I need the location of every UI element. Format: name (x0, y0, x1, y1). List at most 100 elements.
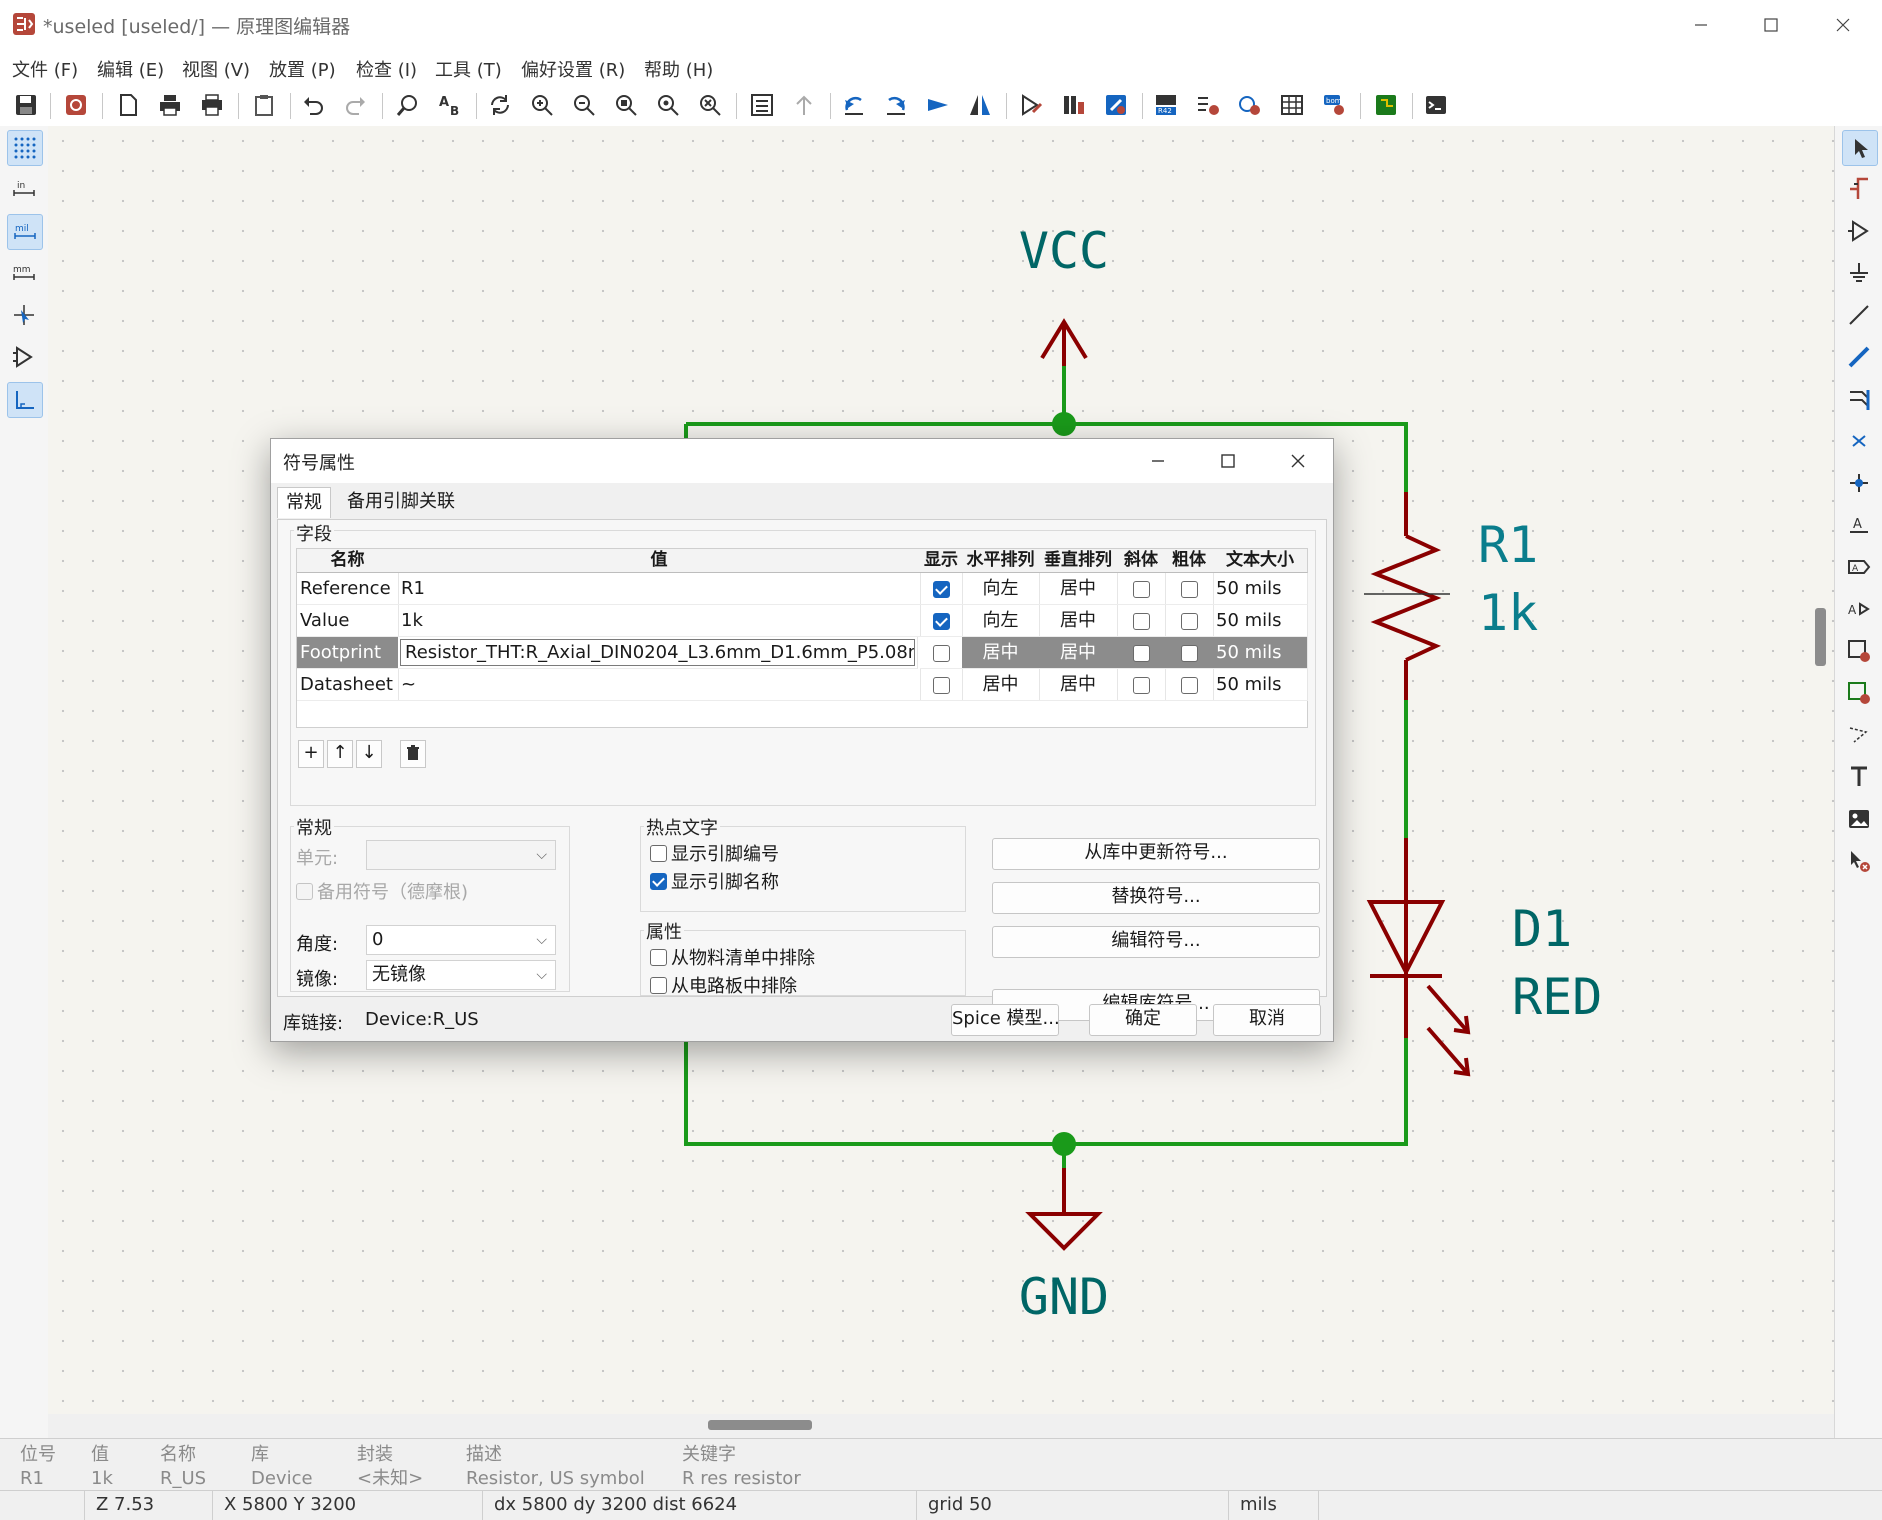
field-h-align-cell[interactable]: 居中 (962, 637, 1040, 669)
field-show-cell[interactable] (920, 637, 963, 669)
field-v-align-cell[interactable]: 居中 (1039, 669, 1118, 701)
italic-checkbox[interactable] (1132, 580, 1150, 598)
exclude-board-checkbox[interactable] (650, 977, 667, 994)
menu-file[interactable]: 文件 (F) (12, 60, 79, 81)
rotate-cw-button[interactable] (880, 89, 912, 121)
paste-button[interactable] (248, 89, 280, 121)
show-pin-name-checkbox[interactable] (650, 873, 667, 890)
save-button[interactable] (10, 89, 42, 121)
hierarchical-label-button[interactable]: A (1842, 592, 1876, 626)
exclude-bom-checkbox[interactable] (650, 949, 667, 966)
d1-reference-text[interactable]: D1 (1512, 900, 1572, 958)
italic-checkbox[interactable] (1132, 676, 1150, 694)
junction-button[interactable] (1842, 466, 1876, 500)
dialog-close-button[interactable] (1263, 439, 1333, 483)
vcc-power-symbol[interactable] (1040, 318, 1088, 366)
field-italic-cell[interactable] (1117, 669, 1166, 701)
show-pin-number-checkbox[interactable] (650, 845, 667, 862)
rotate-ccw-button[interactable] (838, 89, 870, 121)
select-tool-button[interactable] (1842, 130, 1878, 166)
italic-checkbox[interactable] (1132, 612, 1150, 630)
update-symbol-from-library-button[interactable]: 从库中更新符号... (992, 838, 1320, 870)
highlight-net-button[interactable] (1842, 172, 1876, 206)
add-wire-button[interactable] (1842, 298, 1876, 332)
r1-value-text[interactable]: 1k (1478, 584, 1538, 642)
redo-button[interactable] (340, 89, 372, 121)
add-graphic-line-button[interactable] (1842, 718, 1876, 752)
erc-annotate-button[interactable]: R42 (1150, 89, 1182, 121)
import-sheet-pin-button[interactable] (1842, 676, 1876, 710)
field-name-cell[interactable]: Value (297, 605, 399, 637)
refresh-button[interactable] (484, 89, 516, 121)
field-size-cell[interactable]: 50 mils (1213, 669, 1308, 701)
grid-toggle-button[interactable] (7, 130, 43, 166)
page-settings-button[interactable] (112, 89, 144, 121)
mirror-vertical-button[interactable] (922, 89, 954, 121)
r1-reference-text[interactable]: R1 (1478, 516, 1538, 574)
mirror-horizontal-button[interactable] (964, 89, 996, 121)
horizontal-scrollbar-thumb[interactable] (708, 1420, 812, 1430)
units-inches-button[interactable]: in (7, 172, 41, 206)
field-size-cell[interactable]: 50 mils (1213, 637, 1308, 669)
no-connect-button[interactable] (1842, 424, 1876, 458)
field-italic-cell[interactable] (1117, 637, 1166, 669)
ok-button[interactable]: 确定 (1089, 1004, 1197, 1036)
junction-bottom[interactable] (1052, 1132, 1076, 1156)
field-italic-cell[interactable] (1117, 573, 1166, 605)
unit-select[interactable]: ⌵ (366, 840, 556, 870)
move-field-down-button[interactable]: ↓ (356, 740, 382, 768)
erc-button[interactable] (1192, 89, 1224, 121)
add-image-button[interactable] (1842, 802, 1876, 836)
field-bold-cell[interactable] (1165, 605, 1214, 637)
delete-field-button[interactable] (400, 740, 426, 768)
footprint-value-input[interactable]: Resistor_THT:R_Axial_DIN0204_L3.6mm_D1.6… (400, 639, 915, 666)
bom-table-button[interactable] (1276, 89, 1308, 121)
add-field-button[interactable]: + (298, 740, 324, 768)
field-name-cell[interactable]: Datasheet (297, 669, 399, 701)
vertical-scrollbar-thumb[interactable] (1815, 608, 1826, 666)
maximize-button[interactable] (1736, 0, 1806, 50)
global-label-button[interactable]: A (1842, 550, 1876, 584)
field-v-align-cell[interactable]: 居中 (1039, 573, 1118, 605)
hierarchy-navigator-button[interactable] (746, 89, 778, 121)
field-value-cell[interactable]: 1k (398, 605, 921, 637)
field-h-align-cell[interactable]: 居中 (962, 669, 1040, 701)
symbol-editor-button[interactable] (1016, 89, 1048, 121)
add-symbol-button[interactable] (1842, 214, 1876, 248)
open-pcb-button[interactable] (1370, 89, 1402, 121)
add-power-button[interactable] (1842, 256, 1876, 290)
field-value-cell[interactable]: ~ (398, 669, 921, 701)
edit-symbol-button[interactable]: 编辑符号... (992, 926, 1320, 958)
hidden-pins-button[interactable] (7, 340, 41, 374)
assign-footprints-button[interactable] (1234, 89, 1266, 121)
undo-button[interactable] (297, 89, 329, 121)
line-mode-button[interactable] (7, 382, 43, 418)
bold-checkbox[interactable] (1180, 612, 1198, 630)
field-v-align-cell[interactable]: 居中 (1039, 605, 1118, 637)
show-pin-name-row[interactable]: 显示引脚名称 (650, 868, 779, 894)
zoom-fit-button[interactable] (610, 89, 642, 121)
alt-symbol-checkbox[interactable] (296, 883, 313, 900)
field-name-cell-selected[interactable]: Footprint (297, 637, 399, 669)
move-field-up-button[interactable]: ↑ (327, 740, 353, 768)
show-checkbox[interactable] (932, 676, 950, 694)
junction-top[interactable] (1052, 412, 1076, 436)
field-bold-cell[interactable] (1165, 637, 1214, 669)
field-bold-cell[interactable] (1165, 573, 1214, 605)
mirror-select[interactable]: 无镜像⌵ (366, 960, 556, 990)
bom-button[interactable]: bom (1318, 89, 1350, 121)
menu-inspect[interactable]: 检查 (I) (356, 60, 418, 81)
exclude-bom-row[interactable]: 从物料清单中排除 (650, 944, 815, 970)
zoom-selection-button[interactable] (694, 89, 726, 121)
menu-view[interactable]: 视图 (V) (182, 60, 251, 81)
units-mils-button[interactable]: mil (7, 214, 43, 250)
d1-value-text[interactable]: RED (1512, 968, 1602, 1026)
angle-select[interactable]: 0⌵ (366, 925, 556, 955)
show-checkbox[interactable] (932, 612, 950, 630)
field-name-cell[interactable]: Reference (297, 573, 399, 605)
led-d1-symbol[interactable] (1366, 838, 1471, 1077)
exclude-board-row[interactable]: 从电路板中排除 (650, 972, 797, 998)
field-value-editor[interactable]: Resistor_THT:R_Axial_DIN0204_L3.6mm_D1.6… (398, 637, 918, 669)
resistor-r1-symbol[interactable] (1364, 492, 1450, 700)
print-button[interactable] (154, 89, 186, 121)
